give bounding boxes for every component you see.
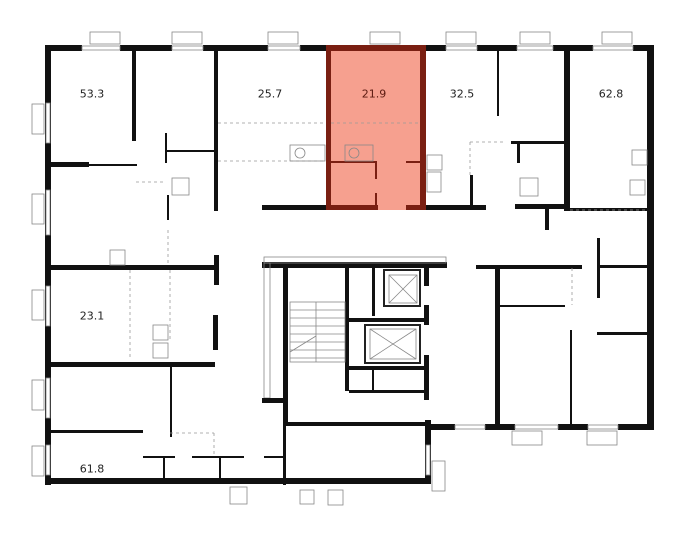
highlighted-unit-fill (326, 45, 425, 210)
interior-walls (51, 51, 650, 485)
elevator-icon (369, 328, 417, 360)
unit-area-label[interactable]: 23.1 (79, 309, 105, 323)
unit-area-label[interactable]: 53.3 (79, 87, 105, 101)
unit-area-label[interactable]: 25.7 (257, 87, 283, 101)
zone-lines (129, 122, 646, 456)
unit-area-label[interactable]: 62.8 (598, 87, 624, 101)
core (262, 256, 447, 426)
unit-area-label[interactable]: 32.5 (449, 87, 475, 101)
fixtures (109, 144, 648, 506)
stairs-icon (289, 301, 346, 363)
windows (31, 31, 634, 492)
unit-area-label[interactable]: 61.8 (79, 462, 105, 476)
highlighted-unit-walls (326, 45, 426, 210)
elevator-icon (388, 274, 418, 304)
selected-unit-area-label[interactable]: 21.9 (361, 87, 387, 101)
